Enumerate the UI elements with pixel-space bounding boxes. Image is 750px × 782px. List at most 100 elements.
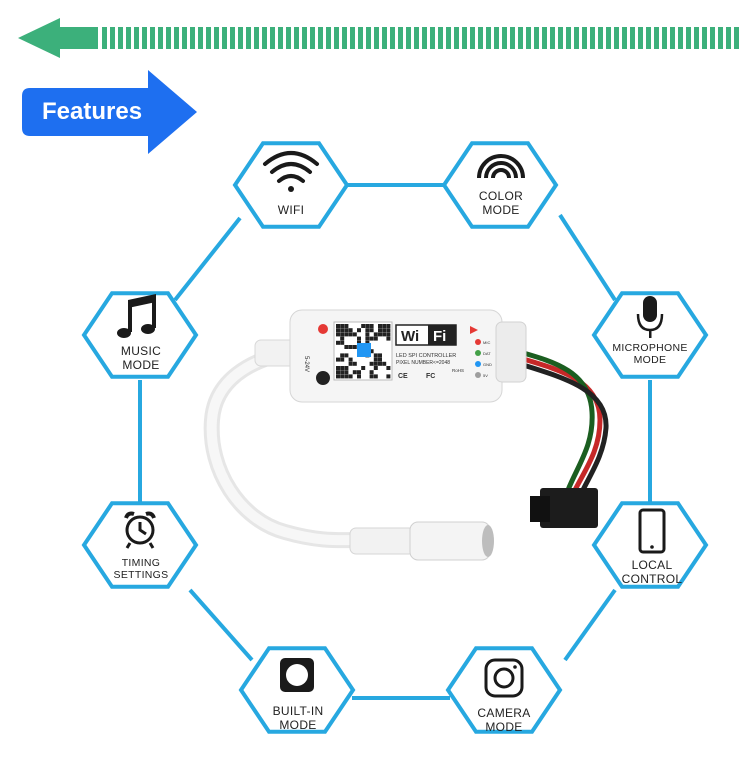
qr-module bbox=[378, 328, 382, 333]
arrow-dash bbox=[366, 27, 371, 49]
arrow-dash bbox=[726, 27, 731, 49]
arrow-dash bbox=[734, 27, 739, 49]
device-wifi-brand: Wi bbox=[401, 328, 419, 345]
qr-module bbox=[344, 328, 349, 333]
arrow-dash bbox=[126, 27, 131, 49]
arrow-dash bbox=[102, 27, 107, 49]
qr-module bbox=[386, 366, 391, 370]
arrow-dash bbox=[206, 27, 211, 49]
device-pin-mic: MIC bbox=[483, 340, 490, 345]
arrow-dash bbox=[718, 27, 723, 49]
arrow-dash bbox=[358, 27, 363, 49]
qr-module bbox=[361, 324, 366, 328]
arrow-dash bbox=[614, 27, 619, 49]
qr-module bbox=[369, 374, 374, 379]
qr-module bbox=[382, 328, 387, 333]
features-title: Features bbox=[42, 98, 143, 125]
device-voltage: 5-24V bbox=[303, 356, 309, 372]
arrow-dash bbox=[462, 27, 467, 49]
qr-module bbox=[336, 328, 340, 333]
music-note-icon bbox=[117, 294, 156, 338]
qr-module bbox=[336, 357, 340, 362]
qr-module bbox=[369, 349, 374, 354]
qr-module bbox=[373, 361, 378, 366]
hexagon-color bbox=[441, 141, 559, 229]
arrow-dash bbox=[230, 27, 235, 49]
arrow-dash bbox=[526, 27, 531, 49]
qr-module bbox=[373, 374, 378, 379]
arrow-dash bbox=[238, 27, 243, 49]
arrow-dash bbox=[670, 27, 675, 49]
arrow-dash bbox=[374, 27, 379, 49]
arrow-dash bbox=[318, 27, 323, 49]
qr-module bbox=[348, 374, 353, 379]
arrow-dash bbox=[294, 27, 299, 49]
arrow-dash bbox=[342, 27, 347, 49]
qr-module bbox=[336, 324, 340, 328]
arrow-dash bbox=[390, 27, 395, 49]
wifi-icon bbox=[263, 151, 319, 192]
qr-module bbox=[369, 328, 374, 333]
qr-module bbox=[357, 328, 361, 333]
feature-hexagons bbox=[81, 141, 709, 734]
device-line1: LED SPI CONTROLLER bbox=[396, 353, 456, 359]
arrow-dash bbox=[494, 27, 499, 49]
arrow-dash bbox=[414, 27, 419, 49]
arrow-dash bbox=[134, 27, 139, 49]
arrow-dash bbox=[270, 27, 275, 49]
qr-module bbox=[352, 361, 357, 366]
qr-module bbox=[340, 328, 345, 333]
qr-module bbox=[340, 324, 345, 328]
arrow-dash bbox=[486, 27, 491, 49]
arrow-dash bbox=[254, 27, 259, 49]
features-banner bbox=[22, 70, 197, 154]
qr-module bbox=[344, 374, 349, 379]
qr-module bbox=[365, 324, 370, 328]
qr-module bbox=[340, 370, 345, 375]
arrow-dash bbox=[422, 27, 427, 49]
qr-module bbox=[340, 332, 345, 337]
device-line2: PIXEL NUMBER<=2048 bbox=[396, 360, 450, 366]
qr-module bbox=[352, 370, 357, 375]
arrow-dash bbox=[110, 27, 115, 49]
qr-module bbox=[386, 336, 391, 341]
arrow-dash bbox=[550, 27, 555, 49]
arrow-dash bbox=[470, 27, 475, 49]
qr-module bbox=[336, 370, 340, 375]
qr-module bbox=[348, 361, 353, 366]
qr-module bbox=[386, 324, 391, 328]
qr-module bbox=[348, 345, 353, 349]
arrow-dash bbox=[654, 27, 659, 49]
rainbow-icon bbox=[477, 154, 525, 179]
qr-module bbox=[344, 370, 349, 375]
arrow-dash bbox=[350, 27, 355, 49]
arrow-dash bbox=[534, 27, 539, 49]
arrow-dash bbox=[302, 27, 307, 49]
arrow-dash bbox=[678, 27, 683, 49]
device-ce-mark: CE bbox=[398, 373, 408, 380]
arrow-dash bbox=[638, 27, 643, 49]
device-pin-dat: DAT bbox=[483, 351, 491, 356]
arrow-dash bbox=[574, 27, 579, 49]
arrow-dash bbox=[518, 27, 523, 49]
arrow-dash bbox=[598, 27, 603, 49]
qr-module bbox=[340, 357, 345, 362]
hexagon-music bbox=[81, 291, 199, 379]
qr-module bbox=[336, 340, 340, 345]
arrow-dash bbox=[214, 27, 219, 49]
microphone-icon bbox=[636, 296, 664, 338]
arrow-dash bbox=[630, 27, 635, 49]
arrow-dash bbox=[446, 27, 451, 49]
device-labels: Wi Fi LED SPI CONTROLLER PIXEL NUMBER<=2… bbox=[303, 328, 492, 380]
qr-module bbox=[340, 336, 345, 341]
arrow-dash bbox=[278, 27, 283, 49]
qr-module bbox=[357, 340, 361, 345]
arrow-dash bbox=[246, 27, 251, 49]
qr-module bbox=[357, 374, 361, 379]
arrow-dash bbox=[222, 27, 227, 49]
arrow-dash bbox=[398, 27, 403, 49]
